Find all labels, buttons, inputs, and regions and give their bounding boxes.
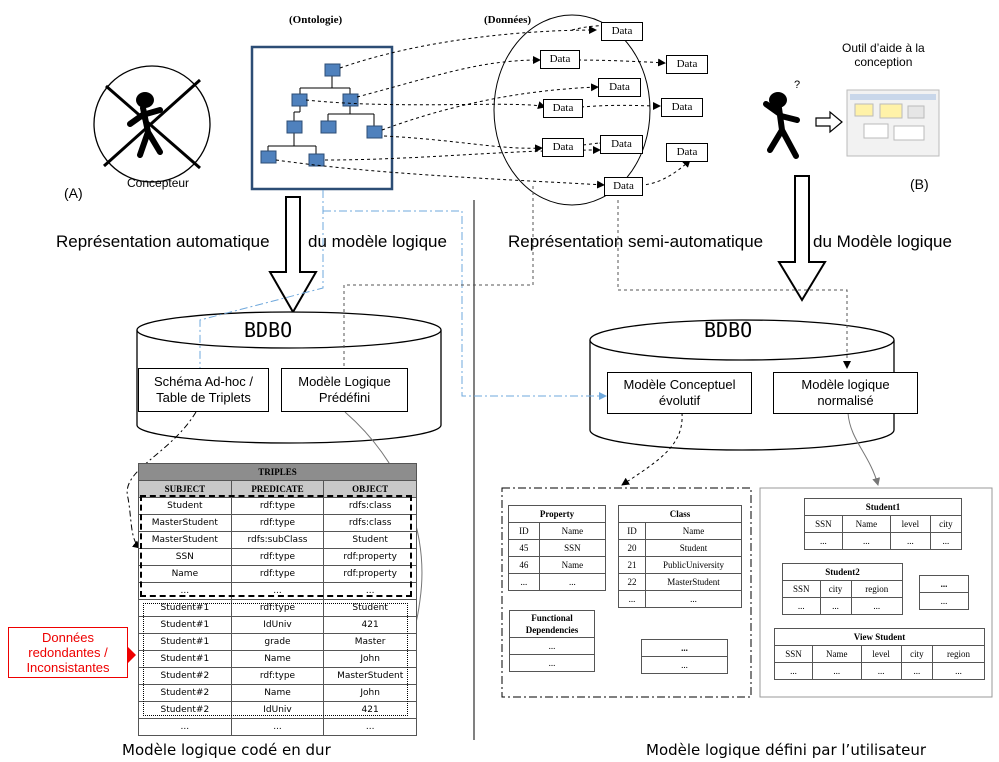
ellipsis-table-right: ... ... — [919, 575, 969, 610]
table-cell: MasterStudent — [645, 573, 742, 591]
svg-text:?: ? — [794, 79, 800, 91]
label-ontologie: (Ontologie) — [289, 14, 343, 26]
data-node: Data — [666, 143, 708, 162]
instance-rows-outline — [143, 603, 408, 716]
down-arrow-right — [777, 175, 827, 302]
table-cell: ... — [618, 590, 646, 608]
table-cell: PublicUniversity — [645, 556, 742, 574]
blue-links — [199, 190, 607, 400]
ontology-tree — [267, 76, 375, 154]
tool-arrow-icon — [815, 110, 843, 134]
table-cell: Name — [538, 556, 607, 574]
schema-rows-outline — [140, 495, 412, 597]
table-row: ...... — [618, 590, 742, 608]
tool-screenshot-icon — [846, 89, 940, 157]
label-rep-auto-1: Représentation automatique — [56, 232, 270, 251]
data-node: Data — [666, 55, 708, 74]
ontology-nodes — [260, 63, 383, 167]
table-cell: ... — [230, 718, 325, 736]
conceptual-frame — [501, 487, 752, 698]
ontology-frame — [250, 45, 394, 191]
schema-adhoc-box: Schéma Ad-hoc /Table de Triplets — [138, 368, 269, 412]
student1-table: Student1 SSN Name level city ... ... ...… — [804, 498, 963, 550]
student2-table: Student2 SSN city region ... ... ... — [782, 563, 904, 615]
table-cell: 20 — [618, 539, 646, 557]
table-row: ......... — [138, 718, 417, 736]
down-arrow-left — [268, 196, 318, 315]
table-cell: 46 — [508, 556, 540, 574]
table-cell: 45 — [508, 539, 540, 557]
data-node: Data — [543, 99, 583, 118]
label-bdbo-right: BDBO — [704, 318, 753, 342]
footer-right: Modèle logique défini par l’utilisateur — [646, 741, 926, 759]
table-cell: ... — [538, 573, 607, 591]
footer-left: Modèle logique codé en dur — [122, 741, 331, 759]
ellipsis-table-left: ... ... — [641, 639, 728, 674]
data-node: Data — [601, 22, 643, 41]
table-cell: ... — [508, 573, 540, 591]
label-rep-semi-2: du Modèle logique — [813, 232, 952, 251]
table-cell: ... — [645, 590, 742, 608]
table-cell: ... — [323, 718, 417, 736]
data-node: Data — [598, 78, 641, 97]
data-node: Data — [600, 135, 643, 154]
grey-links — [343, 186, 851, 369]
table-cell: ... — [138, 718, 232, 736]
table-row: ...... — [508, 573, 607, 591]
label-bdbo-left: BDBO — [244, 318, 293, 342]
col-header: PREDICATE — [230, 480, 325, 498]
label-rep-semi-1: Représentation semi-automatique — [508, 232, 764, 251]
table-cell: Student — [645, 539, 742, 557]
redundant-data-label: Données redondantes / Inconsistantes — [8, 627, 128, 678]
marker-b: (B) — [910, 176, 929, 192]
table-cell: 22 — [618, 573, 646, 591]
data-node: Data — [661, 98, 703, 117]
table-cell: 21 — [618, 556, 646, 574]
data-node: Data — [604, 177, 643, 196]
designer-icon: ? — [763, 79, 800, 159]
logical-frame — [759, 487, 993, 698]
marker-a: (A) — [64, 185, 83, 201]
view-student-table: View Student SSN Name level city region … — [774, 628, 985, 680]
data-node: Data — [540, 50, 580, 69]
table-cell: SSN — [538, 539, 607, 557]
data-node: Data — [542, 138, 584, 157]
data-ellipse — [493, 14, 651, 206]
label-donnees: (Données) — [484, 14, 532, 26]
designer-crossed-icon — [93, 65, 211, 183]
label-outil: Outil d’aide à la conception — [842, 41, 925, 69]
label-rep-auto-2: du modèle logique — [308, 232, 447, 251]
triples-title: TRIPLES — [138, 463, 417, 481]
label-concepteur: Concepteur — [127, 176, 190, 190]
